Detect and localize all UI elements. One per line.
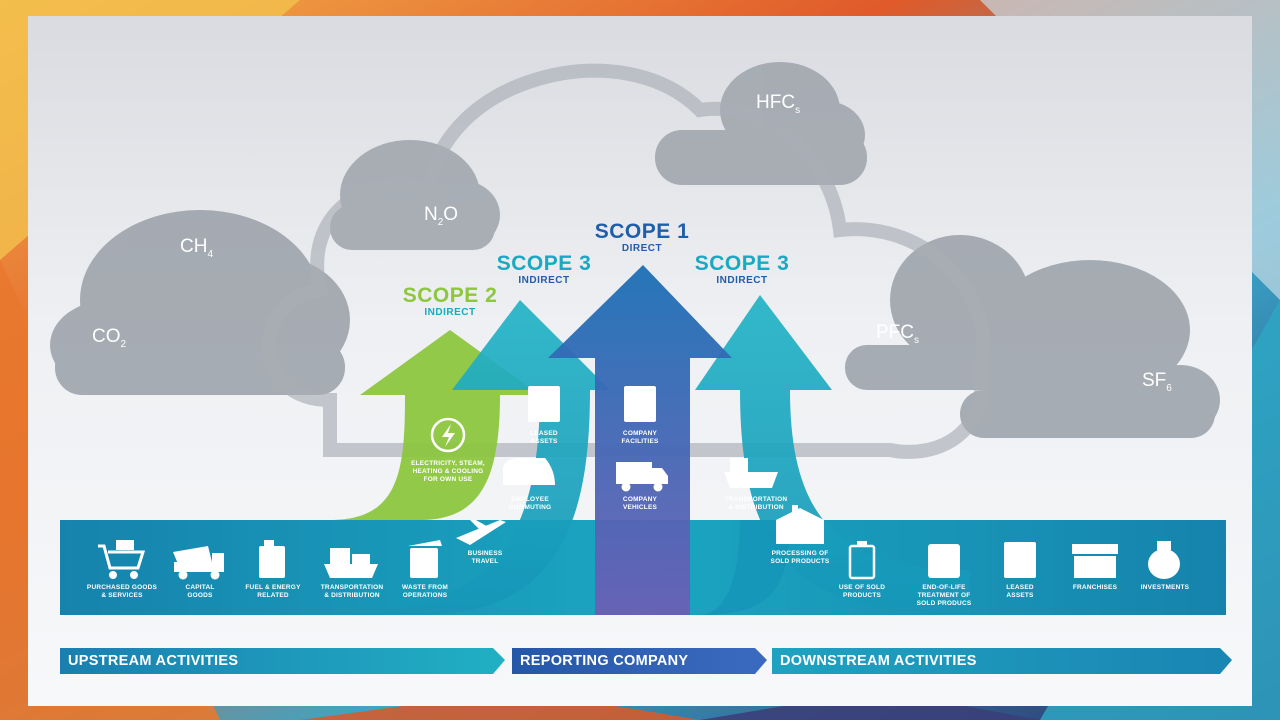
business-travel-label: BUSINESS TRAVEL xyxy=(467,550,503,565)
downstream-activities-label: DOWNSTREAM ACTIVITIES xyxy=(780,653,977,669)
lightning-icon xyxy=(430,417,466,453)
reporting-bar xyxy=(512,648,767,674)
scope2-subtitle: INDIRECT xyxy=(424,307,476,318)
leased-assets-up-label: LEASED ASSETS xyxy=(530,430,558,445)
downstream-bar xyxy=(772,648,1232,674)
dump-truck-icon xyxy=(173,546,224,580)
purchased-goods-label: PURCHASED GOODS & SERVICES xyxy=(86,584,158,599)
waste-bin-icon xyxy=(408,540,442,578)
scope3-right-subtitle: INDIRECT xyxy=(716,275,768,286)
fuel-energy-label: FUEL & ENERGY RELATED xyxy=(245,584,301,599)
scope2-title: SCOPE 2 xyxy=(402,284,498,307)
franchises-label: FRANCHISES xyxy=(1072,584,1118,591)
company-vehicles-label: COMPANY VEHICLES xyxy=(622,496,658,511)
cloud-n2o xyxy=(330,140,500,250)
scope3-left-arrow xyxy=(310,300,610,615)
scope1-subtitle: DIRECT xyxy=(621,243,663,254)
delivery-truck-icon xyxy=(616,462,668,492)
storefront-icon xyxy=(1072,544,1118,578)
gas-co2-label: CO2 xyxy=(92,326,127,350)
gas-hfcs-label: HFCs xyxy=(756,92,801,116)
recycle-bin-icon xyxy=(928,544,960,578)
train-icon xyxy=(503,458,555,485)
investments-label: INVESTMENTS xyxy=(1140,584,1190,591)
transport-down-label: TRANSPORTATION & DISTRIBUTION xyxy=(724,496,788,511)
employee-commuting-label: EMPLOYEE COMMUTING xyxy=(508,496,552,511)
cloud-outline xyxy=(261,63,991,459)
ship-icon xyxy=(324,548,378,578)
gas-pfcs-label: PFCs xyxy=(876,322,919,346)
end-of-life-label: END-OF-LIFE TREATMENT OF SOLD PRODUCS xyxy=(916,584,972,607)
electricity-label: ELECTRICITY, STEAM, HEATING & COOLING FO… xyxy=(411,460,485,483)
scope3-left-subtitle: INDIRECT xyxy=(518,275,570,286)
scope3-left-title: SCOPE 3 xyxy=(496,252,592,275)
fuel-can-icon xyxy=(259,540,285,578)
cloud-hfcs xyxy=(655,62,867,185)
money-bag-icon xyxy=(1148,541,1180,579)
airplane-icon xyxy=(456,520,506,545)
company-facilities-building-icon xyxy=(624,386,656,422)
processing-label: PROCESSING OF SOLD PRODUCTS xyxy=(770,550,830,565)
scope3-right-title: SCOPE 3 xyxy=(694,252,790,275)
waste-label: WASTE FROM OPERATIONS xyxy=(401,584,449,599)
scope1-title: SCOPE 1 xyxy=(594,220,690,243)
gas-ch4-label: CH4 xyxy=(180,236,214,260)
shopping-cart-icon xyxy=(98,540,146,579)
upstream-activities-label: UPSTREAM ACTIVITIES xyxy=(68,653,239,669)
gas-sf6-label: SF6 xyxy=(1142,370,1172,394)
company-facilities-label: COMPANY FACILITIES xyxy=(621,430,659,445)
use-sold-label: USE OF SOLD PRODUCTS xyxy=(838,584,886,599)
reporting-company-label: REPORTING COMPANY xyxy=(520,653,689,669)
leased-assets-down-building-icon xyxy=(1004,542,1036,578)
scope3-right-arrow xyxy=(695,295,970,615)
leased-assets-building-icon xyxy=(528,386,560,422)
battery-icon xyxy=(848,541,876,580)
factory-icon xyxy=(776,505,824,544)
ship-downstream-icon xyxy=(724,458,778,488)
cloud-right xyxy=(845,235,1220,438)
capital-goods-label: CAPITAL GOODS xyxy=(185,584,215,599)
transport-up-label: TRANSPORTATION & DISTRIBUTION xyxy=(320,584,384,599)
scope1-arrow xyxy=(548,265,732,615)
gas-n2o-label: N2O xyxy=(424,204,459,228)
upstream-bar xyxy=(60,648,505,674)
leased-assets-down-label: LEASED ASSETS xyxy=(1006,584,1034,599)
